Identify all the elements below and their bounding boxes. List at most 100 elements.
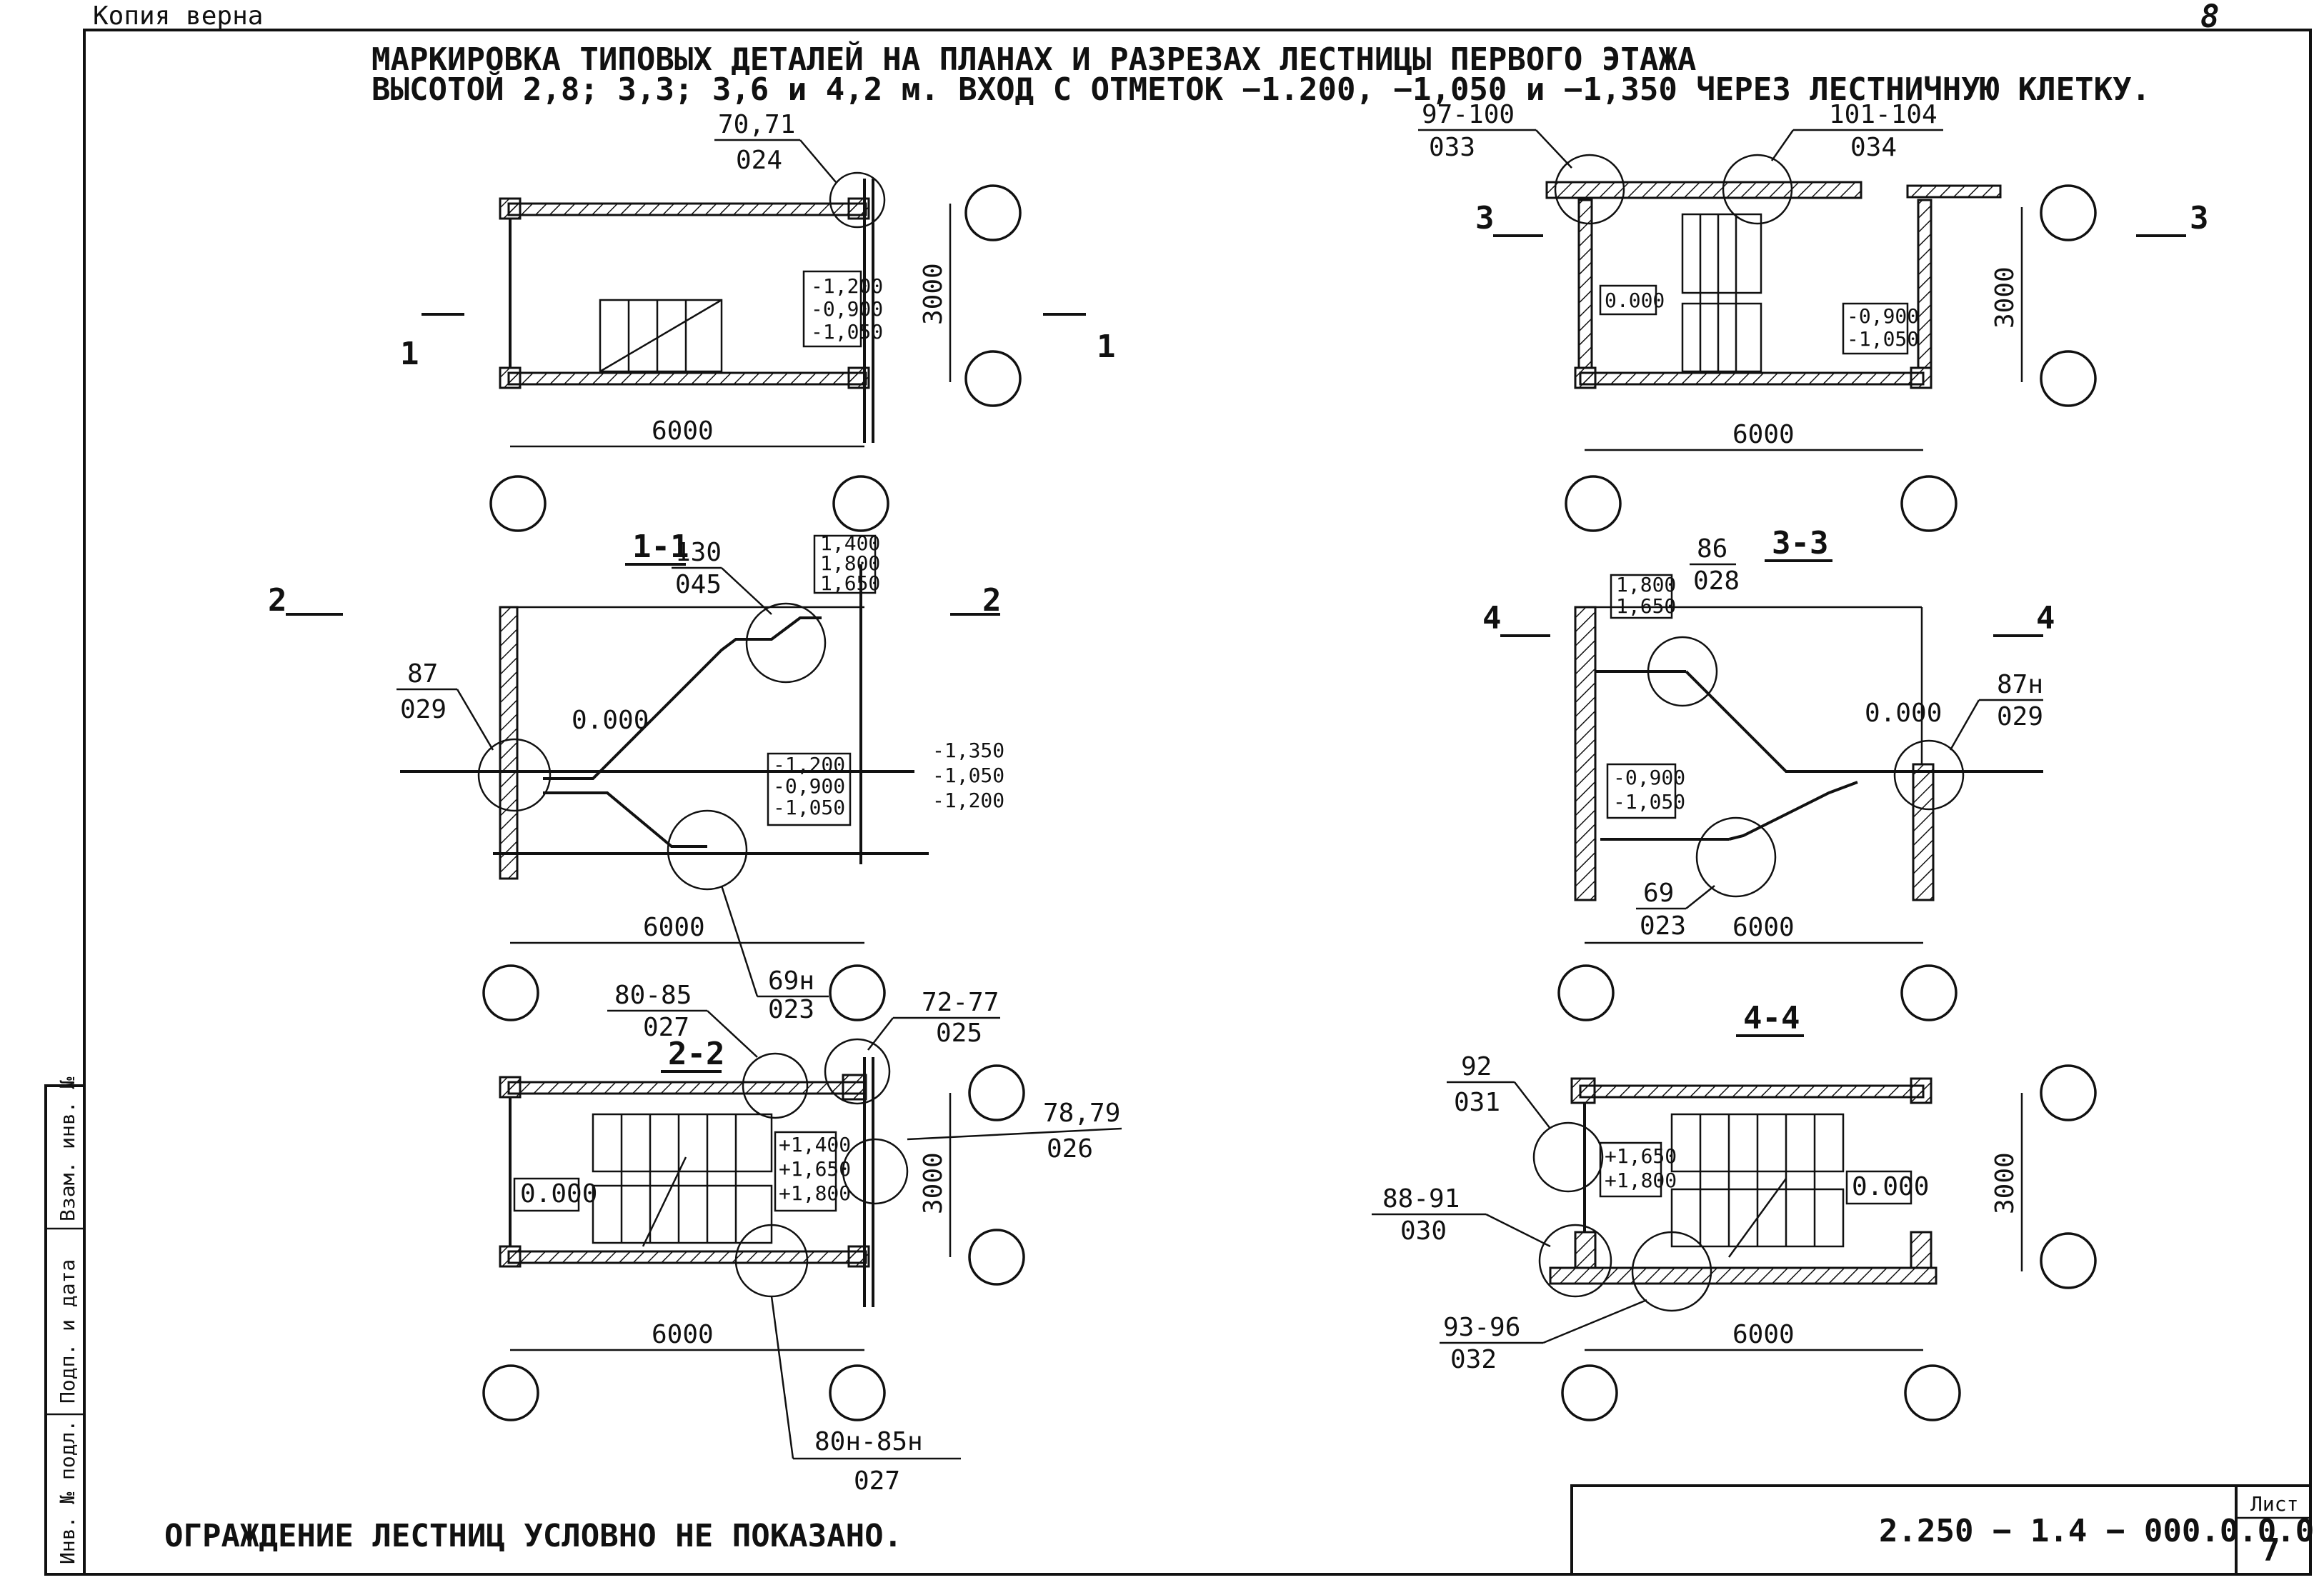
plan-2-2-level-1: +1,400 [779, 1133, 851, 1156]
doc-code: 2.250 − 1.4 − 000.0.0.0 ТО [1879, 1513, 2324, 1549]
plan-b-dim-width: 6000 [1732, 420, 1795, 449]
axis-bubble [968, 1064, 1025, 1121]
plan-b: 0.000 -0,900 -1,050 6000 3000 97-100 033… [1418, 100, 2209, 532]
plan-b-callout-1-bottom: 033 [1429, 133, 1475, 162]
section-1-1-callout-1-top: 130 [675, 538, 722, 567]
section-3-3-callout-3-top: 69 [1643, 879, 1674, 908]
plan-4-4-callout-2-top: 88-91 [1382, 1184, 1460, 1214]
sheet-number: 7 [2261, 1532, 2280, 1569]
plan-a-callout-top: 70,71 [718, 110, 795, 139]
axis-bubble [2040, 1232, 2097, 1289]
plan-4-4-level-1: +1,650 [1605, 1144, 1677, 1168]
callout-circle [1647, 636, 1718, 707]
axis-bubble [489, 475, 547, 532]
section-1-1-cut-right: 2 [982, 582, 1002, 619]
stamp-replace-inv: Взам. инв. № [56, 1077, 79, 1221]
axis-bubble [964, 184, 1022, 241]
section-1-1-right-1: -1,350 [932, 739, 1004, 762]
section-3-3-mid-1: -0,900 [1613, 766, 1685, 789]
axis-bubble [1565, 475, 1622, 532]
plan-4-4-callout-1-bottom: 031 [1454, 1088, 1500, 1117]
plan-4-4-callout-1-top: 92 [1461, 1052, 1492, 1081]
plan-a: -1,200 -0,900 -1,050 6000 3000 1 1 70,71… [400, 110, 1116, 532]
callout-circle [1722, 154, 1793, 225]
section-3-3-callout-2-top: 87н [1997, 670, 2043, 699]
plan-2-2-dim-width: 6000 [652, 1320, 714, 1349]
callout-circle [745, 602, 827, 684]
axis-bubble [2040, 184, 2097, 241]
plan-a-cut-right: 1 [1097, 329, 1116, 365]
section-3-3-top-2: 1,650 [1616, 594, 1676, 618]
callout-circle [1695, 816, 1777, 898]
section-1-1-mid-3: -1,050 [773, 796, 845, 819]
axis-bubble [482, 964, 539, 1021]
callout-circle [842, 1138, 909, 1205]
sheet-label: Лист [2250, 1492, 2298, 1516]
plan-2-2-callout-2-top: 72-77 [922, 988, 999, 1017]
plan-2-2-level-zero: 0.000 [520, 1179, 597, 1209]
plan-a-level-1: -1,200 [811, 274, 883, 298]
plan-a-dim-width: 6000 [652, 416, 714, 446]
axis-bubble [964, 350, 1022, 407]
plan-a-cut-left: 1 [400, 336, 419, 372]
callout-circle [1554, 154, 1625, 225]
plan-4-4: 4-4 +1,650 +1,800 0.000 6000 3000 92 031 [1372, 1000, 2097, 1421]
section-1-1-callout-3-bottom: 023 [768, 995, 814, 1024]
plan-2-2-level-3: +1,800 [779, 1181, 851, 1205]
plan-b-cut-left: 3 [1475, 200, 1495, 236]
page-number: 8 [2200, 0, 2220, 35]
axis-bubble [829, 1364, 886, 1421]
callout-circle [829, 171, 886, 229]
section-3-3-callout-1-top: 86 [1697, 534, 1727, 564]
callout-circle [1631, 1231, 1712, 1312]
plan-2-2-dim-height: 3000 [919, 1152, 948, 1214]
callout-circle [742, 1052, 809, 1119]
callout-circle [1538, 1224, 1612, 1298]
plan-b-cut-right: 3 [2190, 200, 2209, 236]
corner-note: Копия верна [93, 1, 263, 31]
section-3-3-title: 3-3 [1772, 525, 1828, 561]
section-3-3-callout-1-bottom: 028 [1693, 566, 1740, 596]
axis-bubble [829, 964, 886, 1021]
plan-b-level-1: -0,900 [1847, 304, 1919, 328]
section-1-1-callout-2-top: 87 [407, 659, 438, 689]
stamp-inv-no: Инв. № подл. [56, 1420, 79, 1564]
side-stamp: Инв. № подл. Подп. и дата Взам. инв. № [44, 1077, 86, 1576]
section-1-1-callout-1-bottom: 045 [675, 570, 722, 599]
plan-2-2-callout-1-bottom: 027 [643, 1013, 689, 1042]
section-3-3-top-1: 1,800 [1616, 573, 1676, 596]
plan-2-2-callout-4-top: 80н-85н [814, 1427, 923, 1456]
section-1-1: 1-1 0.000 1,400 1,800 1,650 -1,200 -0,90… [268, 529, 1004, 1024]
title-line-2: ВЫСОТОЙ 2,8; 3,3; 3,6 и 4,2 м. ВХОД С ОТ… [371, 70, 2150, 108]
section-1-1-title: 1-1 [632, 529, 689, 565]
plan-b-level-zero: 0.000 [1605, 289, 1665, 312]
stamp-sign-date: Подп. и дата [56, 1259, 79, 1404]
plan-2-2-callout-2-bottom: 025 [936, 1019, 982, 1048]
callout-circle [477, 738, 552, 812]
plan-4-4-callout-3-bottom: 032 [1450, 1345, 1497, 1374]
plan-2-2-callout-4-bottom: 027 [854, 1466, 900, 1496]
plan-b-dim-height: 3000 [1990, 266, 2020, 329]
section-1-1-top-3: 1,650 [820, 571, 880, 595]
sheet-frame [83, 29, 2312, 1576]
plan-4-4-callout-3-top: 93-96 [1443, 1313, 1520, 1342]
plan-2-2-callout-3-top: 78,79 [1043, 1099, 1120, 1128]
callout-circle [1532, 1121, 1604, 1193]
title-block: 2.250 − 1.4 − 000.0.0.0 ТО Лист 7 [1570, 1484, 2324, 1576]
section-3-3-dim-width: 6000 [1732, 913, 1795, 942]
plan-a-callout-bottom: 024 [736, 146, 782, 175]
plan-4-4-level-2: +1,800 [1605, 1169, 1677, 1192]
section-1-1-right-3: -1,200 [932, 789, 1004, 812]
plan-a-dim-height: 3000 [919, 263, 948, 325]
section-1-1-top-2: 1,800 [820, 551, 880, 575]
callout-circle [1893, 739, 1965, 811]
section-3-3-level-zero: 0.000 [1865, 699, 1942, 728]
plan-4-4-title: 4-4 [1743, 1000, 1800, 1036]
section-1-1-cut-left: 2 [268, 582, 287, 619]
section-1-1-level-zero: 0.000 [572, 706, 649, 735]
section-1-1-mid-1: -1,200 [773, 753, 845, 776]
plan-2-2-level-2: +1,650 [779, 1157, 851, 1181]
section-3-3: 3-3 0.000 1,800 1,650 -0,900 -1,050 86 0… [1482, 525, 2055, 1021]
plan-b-callout-1-top: 97-100 [1422, 100, 1515, 129]
